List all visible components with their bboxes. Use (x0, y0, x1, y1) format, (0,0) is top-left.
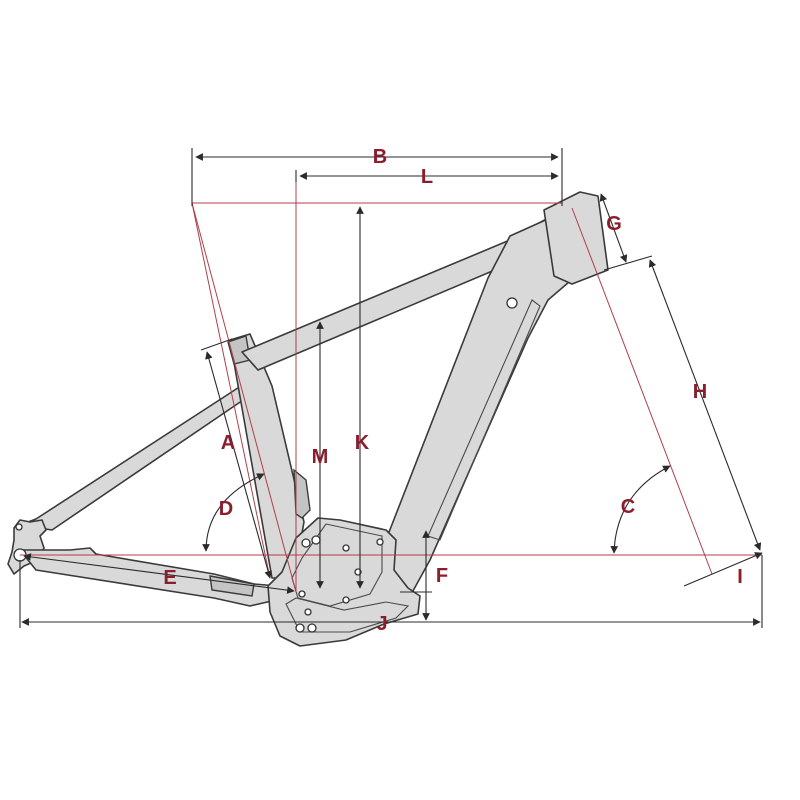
chain-stay (19, 547, 279, 607)
label-B: B (373, 146, 387, 168)
motor-lower-outline (285, 597, 410, 633)
seat-stay (19, 383, 253, 531)
label-C: C (621, 496, 635, 518)
head-tube (543, 191, 609, 285)
lower-bolt-1 (295, 623, 305, 633)
guide-head-angle (571, 207, 713, 575)
link-bolt-1 (301, 538, 311, 548)
down-tube-channel (427, 299, 541, 541)
label-I: I (737, 566, 743, 588)
label-F: F (436, 565, 448, 587)
seat-tube (229, 333, 305, 579)
motor-bolt-4 (342, 596, 350, 604)
label-M: M (312, 446, 329, 468)
label-J: J (376, 613, 387, 635)
label-H: H (693, 381, 707, 403)
dim-E (23, 553, 295, 594)
dropout-bolt (15, 523, 23, 531)
link-bolt-2 (311, 535, 321, 545)
label-K: K (355, 432, 370, 454)
lower-bolt-2 (307, 623, 317, 633)
label-G: G (606, 213, 622, 235)
lower-bolt-3 (304, 608, 312, 616)
dim-C-arc (610, 465, 671, 554)
dim-G (599, 193, 628, 263)
dim-I (683, 552, 763, 587)
dimension-lines (19, 148, 763, 628)
dim-G-ext-bottom (603, 255, 653, 271)
dim-H (648, 259, 762, 551)
dim-A-ext-top (200, 338, 233, 351)
label-L: L (421, 166, 433, 188)
motor-bolt-5 (298, 590, 306, 598)
label-D: D (219, 498, 233, 520)
motor-bolt-1 (342, 544, 350, 552)
label-A: A (221, 432, 235, 454)
bike-frame (7, 191, 609, 647)
motor-bolt-2 (376, 538, 384, 546)
top-tube-bolt (506, 297, 518, 309)
label-E: E (163, 567, 176, 589)
dim-D-arc (202, 473, 265, 552)
dimension-labels: B L G H A M K D C E F I J (163, 146, 742, 635)
